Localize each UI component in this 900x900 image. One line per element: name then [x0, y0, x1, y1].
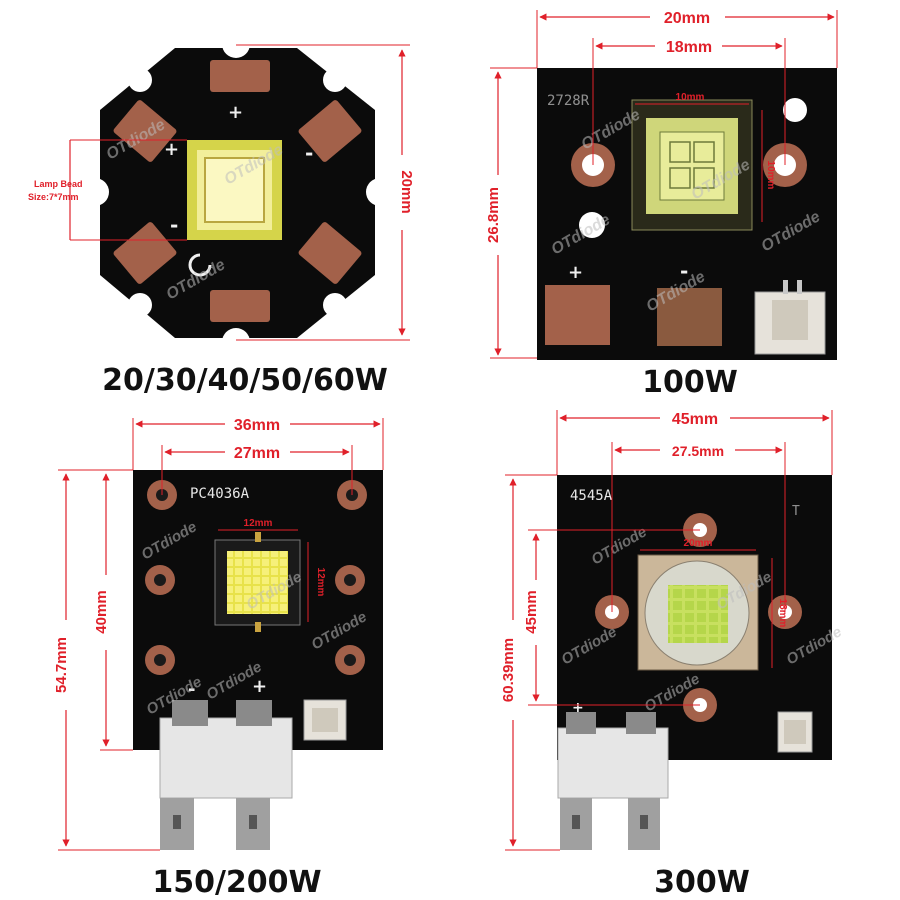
dimension-label: 12mm	[315, 568, 326, 597]
dimension-label: 36mm	[234, 417, 280, 434]
bead-note: Size:7*7mm	[28, 192, 79, 202]
dimension-label: 27.5mm	[672, 443, 724, 459]
wattage-caption: 150/200W	[152, 865, 321, 900]
bead-note: Lamp Bead	[34, 179, 83, 189]
minus-mark: -	[305, 141, 313, 165]
panel-100w: 2728R + - OTdiode OTdiode OTdiode OTdiod…	[485, 10, 838, 400]
plus-mark: +	[568, 262, 583, 283]
dimension-label: 12mm	[244, 518, 273, 529]
dimension-label: 27mm	[234, 445, 280, 462]
dimension-label: 54.7mm	[53, 637, 70, 693]
dimension-label: 10mm	[765, 161, 776, 190]
silkscreen-label: 2728R	[547, 93, 590, 109]
plus-mark: +	[252, 676, 267, 697]
dimension-label: 60.39mm	[500, 638, 517, 702]
silkscreen-label: PC4036A	[190, 486, 250, 502]
mounting-holes	[145, 480, 367, 675]
dimension-label: 40mm	[93, 590, 110, 633]
silkscreen-label: 4545A	[570, 488, 613, 504]
terminal-block	[557, 727, 669, 799]
dimension-label: 26.8mm	[485, 187, 502, 243]
minus-mark: -	[680, 259, 688, 283]
panel-300w: 4545A T + OTdiode OTdiode OTdiode OTdiod…	[500, 410, 845, 900]
dimension-label: 18mm	[666, 39, 712, 56]
dimension-label: 10mm	[676, 92, 705, 103]
minus-mark: -	[188, 679, 195, 700]
dimension-label: 18mm	[777, 599, 788, 628]
panel-150-200w: PC4036A - + OTdiode OTdiode OTdiode OTdi…	[53, 417, 384, 900]
dimension-label: 20mm	[398, 170, 415, 213]
dimension-label: 45mm	[672, 411, 718, 428]
dimension-label: 20mm	[664, 10, 710, 27]
wattage-caption: 20/30/40/50/60W	[102, 363, 388, 398]
minus-mark: -	[170, 213, 178, 237]
panel-star-board: + + - - OTdiode OTdiode OTdiode 20mm Lam…	[28, 30, 415, 398]
wattage-caption: 100W	[642, 365, 738, 400]
dimension-label: 20mm	[684, 538, 713, 549]
terminal-block	[159, 717, 293, 799]
wattage-caption: 300W	[654, 865, 750, 900]
plus-mark: +	[164, 139, 179, 160]
silkscreen-label: T	[792, 504, 800, 519]
copper-pads	[113, 60, 362, 322]
dimension-label: 45mm	[523, 590, 540, 633]
plus-mark: +	[572, 700, 584, 716]
plus-mark: +	[228, 102, 243, 123]
